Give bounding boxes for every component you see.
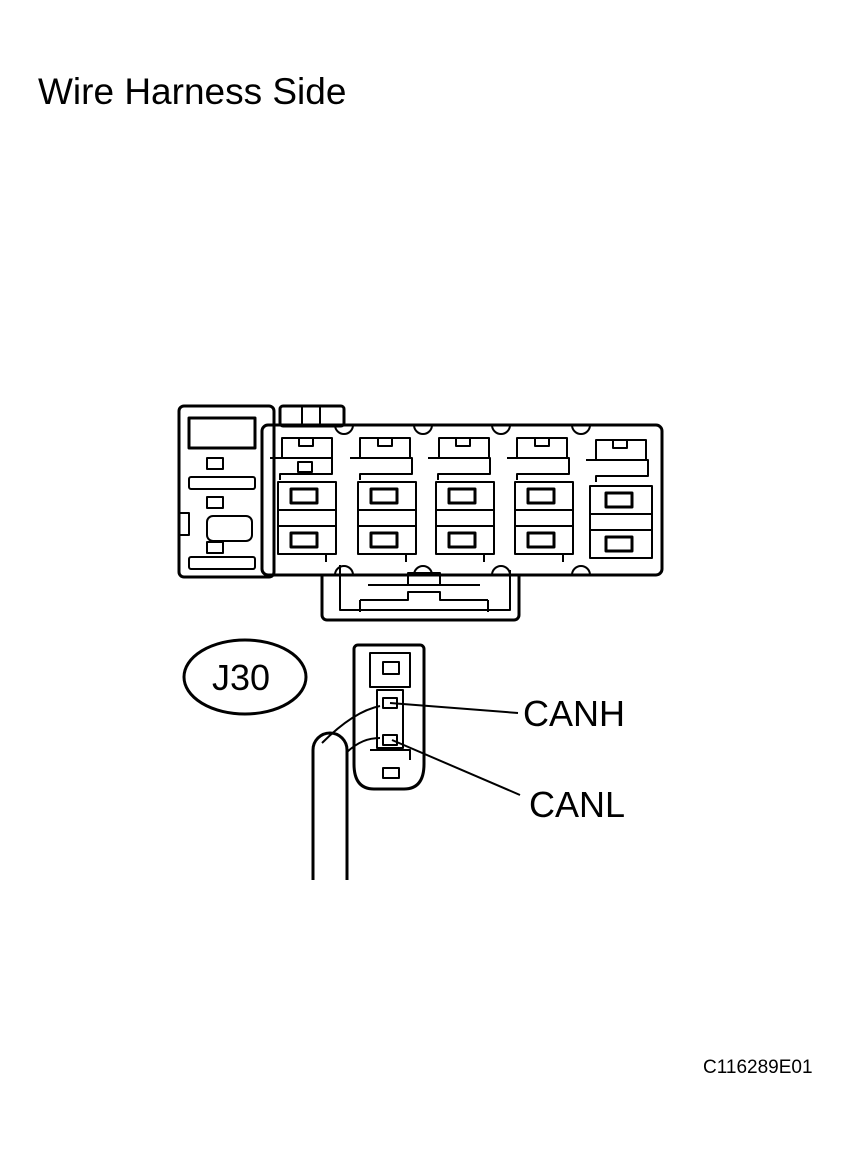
- connector-id-oval: [182, 638, 308, 716]
- canl-leader-line: [391, 739, 521, 796]
- page-title: Wire Harness Side: [38, 71, 347, 112]
- terminal-cavity-column-1: [270, 437, 337, 562]
- canh-label: CANH: [523, 693, 625, 734]
- figure-code: C116289E01: [703, 1057, 813, 1078]
- connector-housing: [177, 404, 664, 622]
- connector-id-label: J30: [212, 657, 270, 698]
- terminal-cavity-column-3: [428, 437, 495, 562]
- canh-leader-line: [389, 702, 519, 714]
- terminal-cavity-column-4: [507, 437, 574, 562]
- terminal-cavity-column-2: [350, 437, 417, 562]
- terminal-detail: [311, 643, 426, 880]
- canl-label: CANL: [529, 784, 625, 825]
- terminal-cavity-column-5: [586, 439, 653, 559]
